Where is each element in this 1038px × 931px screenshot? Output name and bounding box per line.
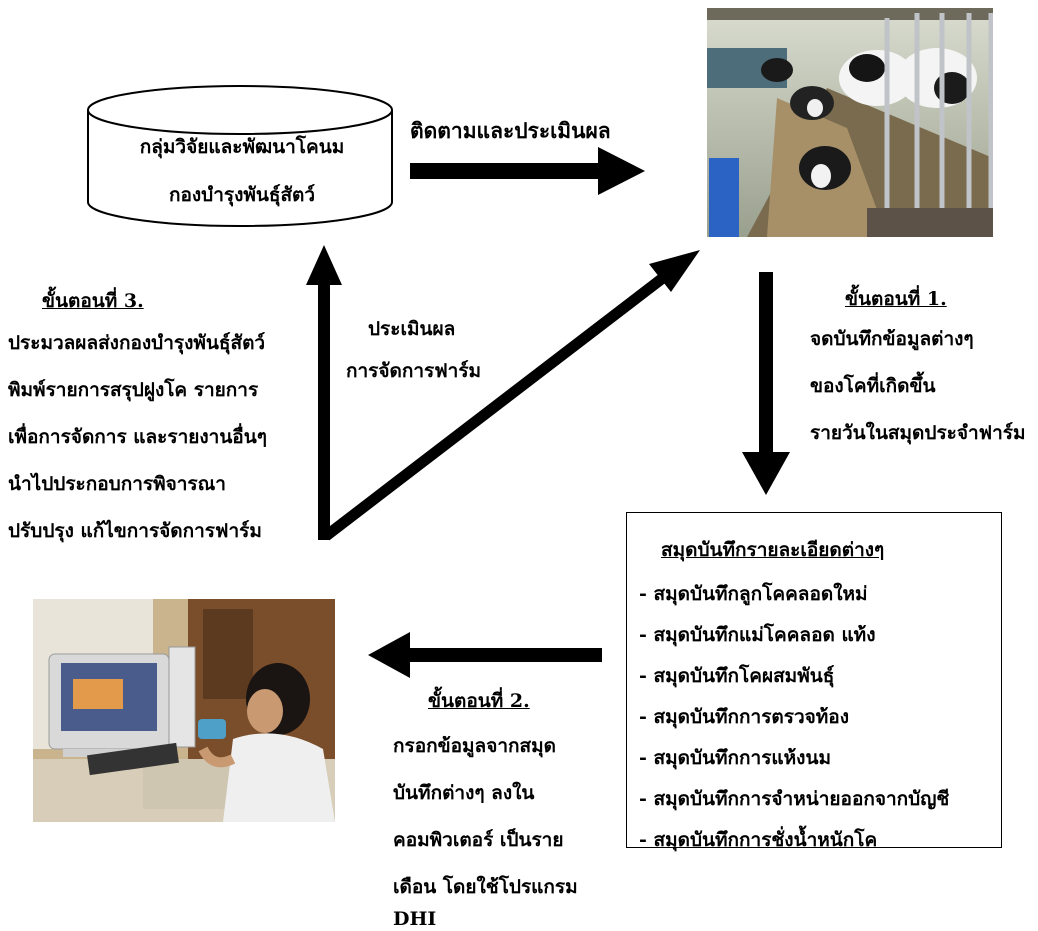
step3-line: ประมวลผลส่งกองบำรุงพันธุ์สัตว์ [8, 332, 266, 354]
records-item: - สมุดบันทึกการจำหน่ายออกจากบัญชี [639, 788, 950, 810]
records-item: - สมุดบันทึกโคผสมพันธุ์ [639, 665, 835, 687]
step3-line: เพื่อการจัดการ และรายงานอื่นๆ [8, 426, 267, 448]
step2-line: คอมพิวเตอร์ เป็นราย [393, 829, 564, 851]
step1-title: ขั้นตอนที่ 1. [845, 288, 947, 310]
step2-line: เดือน โดยใช้โปรแกรม [393, 876, 578, 898]
records-item: - สมุดบันทึกการตรวจท้อง [639, 706, 849, 728]
arrow-data-entry [368, 632, 602, 678]
step3-line: ปรับปรุง แก้ไขการจัดการฟาร์ม [8, 520, 262, 542]
evaluate-label-line2: การจัดการฟาร์ม [346, 360, 482, 382]
records-item: - สมุดบันทึกลูกโคคลอดใหม่ [639, 583, 868, 605]
evaluate-label-line1: ประเมินผล [368, 318, 456, 340]
step1-line: จดบันทึกข้อมูลต่างๆ [810, 328, 974, 350]
monitor-label: ติดตามและประเมินผล [410, 118, 611, 143]
step3-line: นำไปประกอบการพิจารณา [8, 473, 226, 495]
step2-line: บันทึกต่างๆ ลงใน [393, 782, 535, 804]
computer-photo [33, 599, 335, 822]
arrow-record [742, 272, 790, 495]
step1-line: ของโคที่เกิดขึ้น [810, 375, 936, 397]
step2-line: DHI [393, 908, 437, 930]
records-item: - สมุดบันทึกการแห้งนม [639, 747, 831, 769]
records-box: สมุดบันทึกรายละเอียดต่างๆ - สมุดบันทึกลู… [626, 512, 1002, 851]
farm-photo [707, 8, 993, 237]
records-item: - สมุดบันทึกแม่โคคลอด แท้ง [639, 624, 876, 646]
database-cylinder [87, 85, 393, 227]
arrow-evaluate [322, 250, 700, 541]
step3-title: ขั้นตอนที่ 3. [42, 290, 144, 312]
records-title: สมุดบันทึกรายละเอียดต่างๆ [661, 539, 885, 561]
step3-line: พิมพ์รายการสรุปฝูงโค รายการ [8, 379, 259, 401]
database-label-line1: กลุ่มวิจัยและพัฒนาโคนม [139, 136, 345, 158]
arrow-process [306, 245, 342, 540]
records-item: - สมุดบันทึกการชั่งน้ำหนักโค [639, 829, 878, 851]
arrow-monitor [410, 147, 645, 195]
step1-line: รายวันในสมุดประจำฟาร์ม [810, 422, 1026, 444]
step2-title: ขั้นตอนที่ 2. [428, 690, 530, 712]
step2-line: กรอกข้อมูลจากสมุด [393, 735, 556, 757]
database-label-line2: กองบำรุงพันธุ์สัตว์ [168, 184, 316, 206]
